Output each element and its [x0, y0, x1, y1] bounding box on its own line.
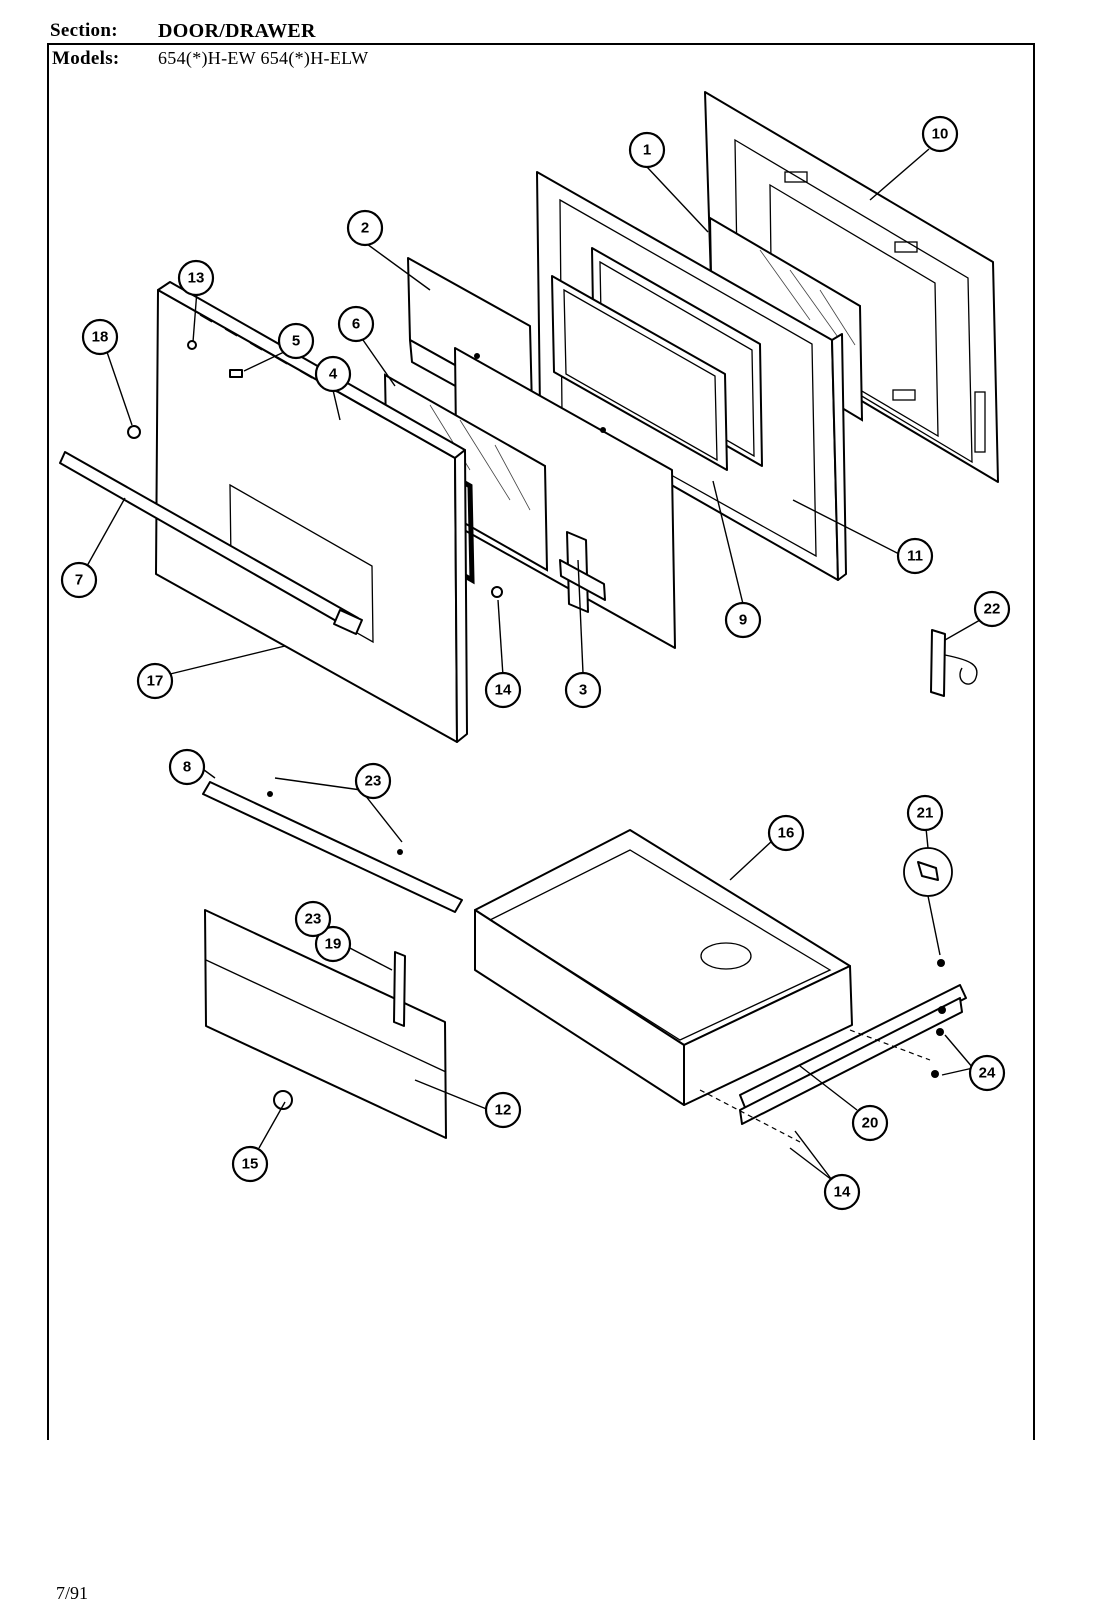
svg-text:7: 7: [75, 572, 83, 589]
svg-text:11: 11: [907, 548, 923, 565]
svg-text:20: 20: [862, 1115, 879, 1132]
callout-8: 8: [168, 748, 206, 786]
leader-lines: [86, 148, 981, 1181]
callout-14-door: 14: [484, 671, 522, 709]
outer-door-panel-part-17: [155, 281, 468, 743]
door-drawer-exploded-diagram: 1 2 3 4 5 6 7 8 9 10 11 12 13 14 14 15 1…: [47, 43, 1035, 1440]
glass-frame-part-9: [551, 247, 763, 471]
callout-17: 17: [136, 662, 174, 700]
models-label: Models:: [52, 48, 120, 69]
svg-text:4: 4: [329, 366, 338, 383]
callout-13: 13: [177, 259, 215, 297]
svg-text:22: 22: [984, 601, 1001, 618]
callout-20: 20: [851, 1104, 889, 1142]
alignment-lines: [699, 1029, 931, 1143]
callout-19: 19: [314, 925, 352, 963]
door-handle-part-7: [59, 451, 363, 635]
svg-text:8: 8: [183, 759, 191, 776]
callout-22: 22: [973, 590, 1011, 628]
svg-text:6: 6: [352, 316, 360, 333]
drawer-front-part-12: [204, 909, 447, 1139]
callout-5: 5: [277, 322, 315, 360]
svg-text:2: 2: [361, 220, 369, 237]
callout-23-trim: 23: [354, 762, 392, 800]
revision-date: 7/91: [56, 1583, 89, 1603]
door-liner-part-10: [704, 91, 999, 483]
callout-14-drawer: 14: [823, 1173, 861, 1211]
section-label: Section:: [50, 20, 118, 41]
fasteners: [127, 340, 503, 598]
door-latch-part-22: [930, 629, 978, 697]
roller-part-21: [903, 847, 953, 1078]
svg-text:3: 3: [579, 682, 587, 699]
svg-text:21: 21: [917, 805, 934, 822]
callout-3: 3: [564, 671, 602, 709]
callout-21: 21: [906, 794, 944, 832]
callout-23-front: 23: [294, 900, 332, 938]
svg-text:13: 13: [188, 270, 205, 287]
callout-24: 24: [968, 1054, 1006, 1092]
svg-text:10: 10: [932, 126, 949, 143]
callout-18: 18: [81, 318, 119, 356]
svg-text:5: 5: [292, 333, 300, 350]
svg-text:1: 1: [643, 142, 651, 159]
drawer-body-part-16: [474, 829, 853, 1106]
callout-7: 7: [60, 561, 98, 599]
callout-15: 15: [231, 1145, 269, 1183]
callout-11: 11: [896, 537, 934, 575]
svg-text:18: 18: [92, 329, 109, 346]
callout-1: 1: [628, 131, 666, 169]
svg-text:9: 9: [739, 612, 747, 629]
callout-16: 16: [767, 814, 805, 852]
svg-text:19: 19: [325, 936, 342, 953]
callout-10: 10: [921, 115, 959, 153]
section-title: DOOR/DRAWER: [158, 20, 316, 42]
callout-12: 12: [484, 1091, 522, 1129]
svg-text:14: 14: [834, 1184, 851, 1201]
callout-9: 9: [724, 601, 762, 639]
svg-text:16: 16: [778, 825, 795, 842]
svg-text:12: 12: [495, 1102, 512, 1119]
svg-text:17: 17: [147, 673, 164, 690]
callout-4: 4: [314, 355, 352, 393]
svg-text:14: 14: [495, 682, 512, 699]
page-frame: [47, 43, 1035, 1440]
drawer-slide-part-20: [739, 984, 967, 1125]
svg-text:23: 23: [365, 773, 382, 790]
callout-2: 2: [346, 209, 384, 247]
callout-6: 6: [337, 305, 375, 343]
models-list: 654(*)H-EW 654(*)H-ELW: [158, 48, 369, 68]
svg-text:15: 15: [242, 1156, 259, 1173]
svg-text:24: 24: [979, 1065, 996, 1082]
drawer-trim-part-8: [202, 781, 463, 913]
svg-text:23: 23: [305, 911, 322, 928]
